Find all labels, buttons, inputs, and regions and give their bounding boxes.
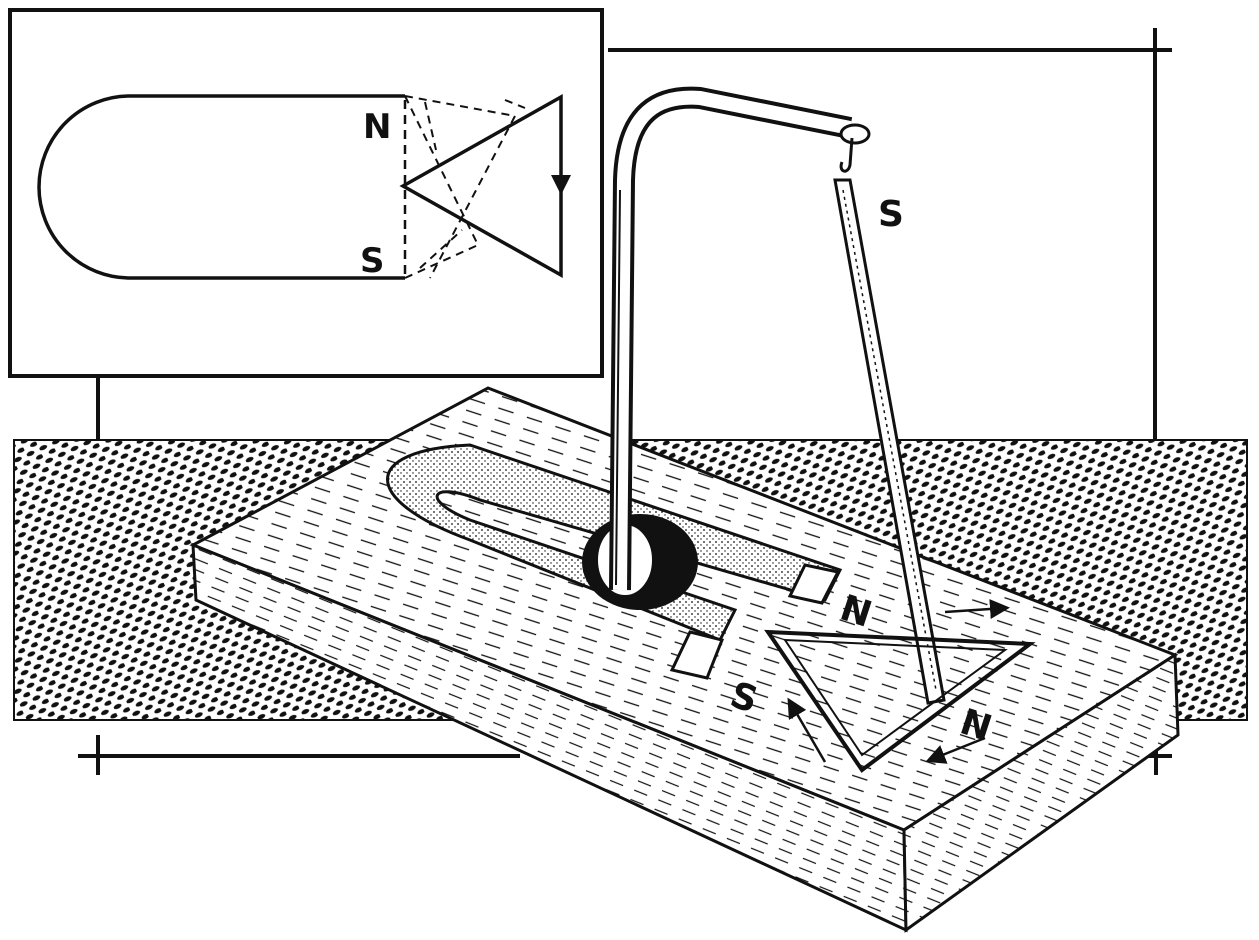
inset-dashed-lines xyxy=(404,95,526,279)
inset-south-label: S xyxy=(360,241,385,281)
rod-south-label: S xyxy=(878,194,904,235)
hanging-rod xyxy=(833,178,946,705)
stand-post xyxy=(609,86,871,591)
inset-magnet-outline xyxy=(37,94,405,280)
horseshoe-magnet xyxy=(386,443,843,680)
triangle-plate xyxy=(764,629,1036,773)
frame-lines xyxy=(78,28,1172,775)
inset-frame xyxy=(8,8,604,378)
suspension-hook xyxy=(839,137,854,173)
magnet-body xyxy=(386,443,843,642)
base-end-side xyxy=(902,652,1180,933)
magnet-north-end xyxy=(787,563,841,605)
inset-diagram: N S xyxy=(8,8,604,378)
magnet-south-end xyxy=(669,630,725,680)
inset-north-label: N xyxy=(363,107,391,147)
current-arrows xyxy=(787,599,1010,764)
